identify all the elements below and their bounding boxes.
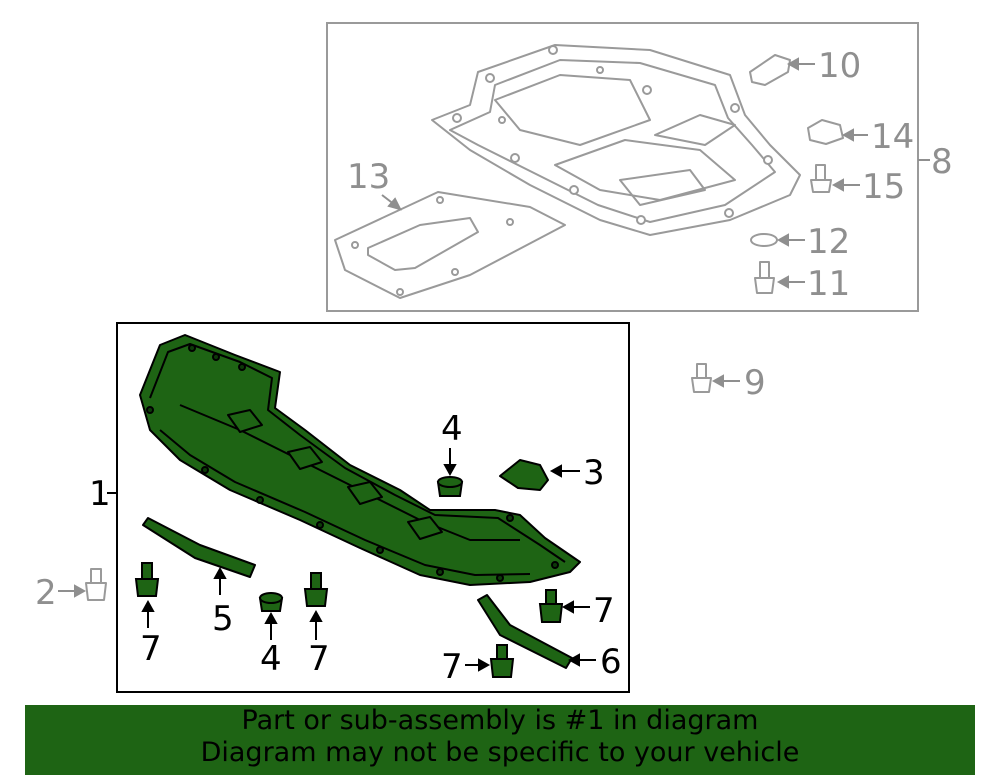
part-7-bolt-b xyxy=(303,572,329,607)
info-banner: Part or sub-assembly is #1 in diagram Di… xyxy=(25,705,975,775)
part-4-nut-upper xyxy=(436,476,464,497)
callout-10: 10 xyxy=(818,46,861,86)
callout-8: 8 xyxy=(931,142,953,182)
callout-3: 3 xyxy=(583,453,605,493)
part-3-clip xyxy=(499,459,549,491)
part-4-nut-lower xyxy=(258,592,284,612)
callout-9: 9 xyxy=(744,363,766,403)
callout-11: 11 xyxy=(807,264,850,304)
part-9-bolt xyxy=(691,363,712,393)
subassembly-box-8 xyxy=(326,22,919,312)
part-15-bolt xyxy=(810,164,832,193)
callout-15: 15 xyxy=(862,167,905,207)
callout-5: 5 xyxy=(212,599,234,639)
callout-13: 13 xyxy=(347,157,390,197)
part-7-bolt-a xyxy=(134,562,160,597)
part-7-bolt-c xyxy=(538,589,564,623)
callout-7-a: 7 xyxy=(140,629,162,669)
part-2-bolt xyxy=(85,568,107,601)
callout-14: 14 xyxy=(871,117,914,157)
callout-6: 6 xyxy=(600,642,622,682)
callout-2: 2 xyxy=(35,573,57,613)
assembly-box-1 xyxy=(116,322,630,693)
callout-4-lower: 4 xyxy=(260,639,282,679)
part-10-clip xyxy=(749,54,791,86)
callout-4-upper: 4 xyxy=(441,409,463,449)
callout-12: 12 xyxy=(807,222,850,262)
banner-line-2: Diagram may not be specific to your vehi… xyxy=(200,737,800,768)
part-8-under-cover xyxy=(431,44,801,236)
callout-7-d: 7 xyxy=(441,647,463,687)
part-12-washer xyxy=(750,233,778,247)
banner-line-1: Part or sub-assembly is #1 in diagram xyxy=(241,705,759,736)
callout-7-c: 7 xyxy=(593,591,615,631)
part-1-under-cover xyxy=(139,334,581,586)
part-7-bolt-d xyxy=(489,644,515,678)
callout-1: 1 xyxy=(89,474,111,514)
part-5-strip xyxy=(142,517,256,578)
callout-7-b: 7 xyxy=(308,639,330,679)
part-14-clip xyxy=(807,119,844,145)
part-13-cover-panel xyxy=(334,191,566,299)
part-11-bolt xyxy=(754,261,775,294)
